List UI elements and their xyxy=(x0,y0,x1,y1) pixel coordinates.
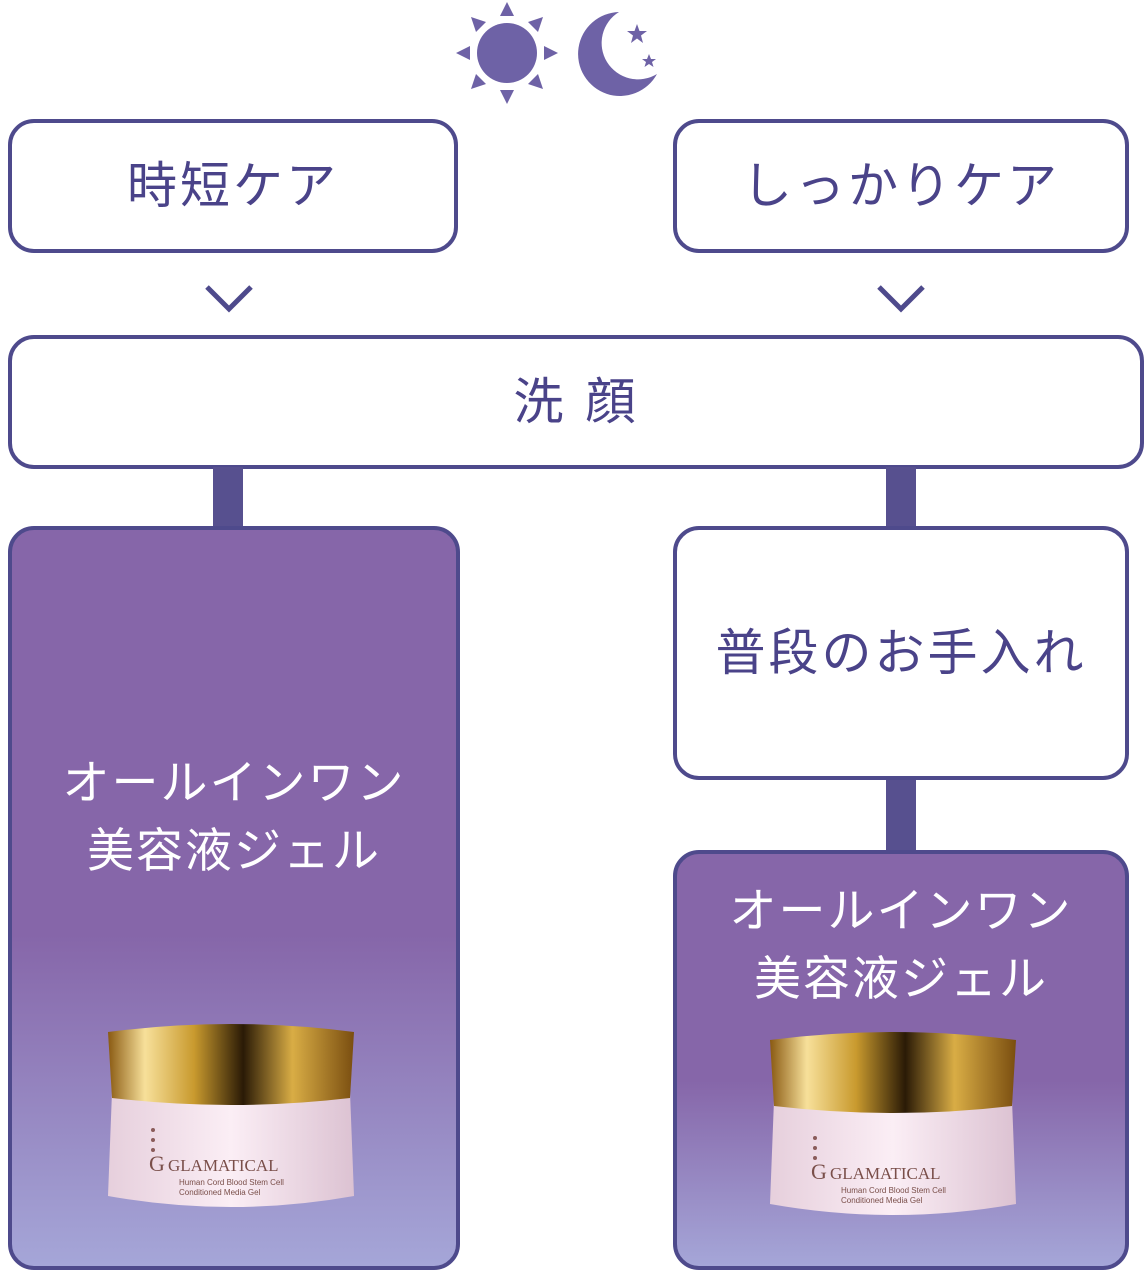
right-product-line2: 美容液ジェル xyxy=(754,952,1048,1007)
svg-text:G: G xyxy=(811,1159,827,1184)
connector-line xyxy=(886,778,916,852)
thorough-care-label: しっかりケア xyxy=(742,156,1060,215)
svg-text:G: G xyxy=(149,1151,165,1176)
jar-sub2-text: Conditioned Media Gel xyxy=(179,1188,261,1197)
connector-line xyxy=(213,467,243,529)
product-jar-image: G GLAMATICAL Human Cord Blood Stem Cell … xyxy=(770,1032,1016,1215)
quick-care-label: 時短ケア xyxy=(127,156,339,215)
right-product-text: オールインワン 美容液ジェル xyxy=(730,878,1073,1014)
left-product-text: オールインワン 美容液ジェル xyxy=(63,750,406,886)
daily-care-label: 普段のお手入れ xyxy=(715,623,1087,682)
face-wash-label: 洗 顔 xyxy=(513,372,639,431)
sun-icon xyxy=(456,2,558,104)
left-product-line1: オールインワン xyxy=(62,756,406,811)
jar-sub2-text: Conditioned Media Gel xyxy=(841,1196,923,1205)
product-jar-image: G GLAMATICAL Human Cord Blood Stem Cell … xyxy=(108,1024,354,1207)
jar-sub1-text: Human Cord Blood Stem Cell xyxy=(179,1178,284,1187)
jar-brand-text: GLAMATICAL xyxy=(168,1156,279,1175)
chevron-down-icon xyxy=(205,285,253,313)
moon-stars-icon xyxy=(578,12,657,96)
jar-sub1-text: Human Cord Blood Stem Cell xyxy=(841,1186,946,1195)
connector-line xyxy=(886,467,916,529)
jar-brand-text: GLAMATICAL xyxy=(830,1164,941,1183)
right-product-line1: オールインワン xyxy=(729,884,1073,939)
face-wash-box: 洗 顔 xyxy=(8,335,1144,469)
thorough-care-box: しっかりケア xyxy=(673,119,1129,253)
quick-care-box: 時短ケア xyxy=(8,119,458,253)
daily-care-box: 普段のお手入れ xyxy=(673,526,1129,780)
left-product-line2: 美容液ジェル xyxy=(87,824,381,879)
chevron-down-icon xyxy=(877,285,925,313)
